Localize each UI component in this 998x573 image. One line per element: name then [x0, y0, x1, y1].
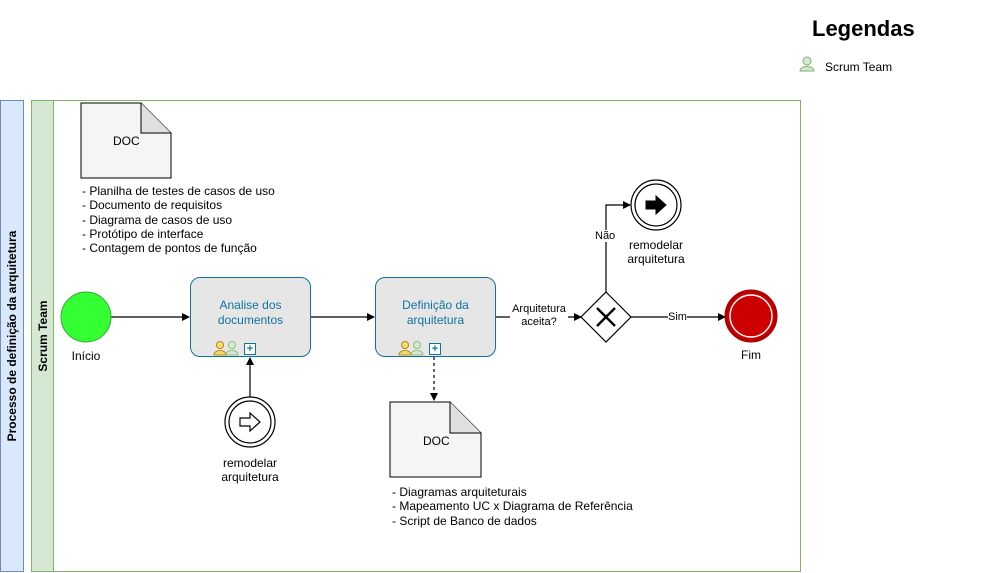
- end-event-inner-ring: [729, 294, 773, 338]
- list-item: - Diagrama de casos de uso: [82, 212, 233, 227]
- subprocess-plus-icon[interactable]: +: [244, 343, 256, 355]
- gateway-yes-label: Sim: [668, 311, 687, 323]
- document-shape-2[interactable]: [389, 401, 482, 478]
- end-event-label: Fim: [741, 348, 761, 362]
- document-label: DOC: [113, 134, 140, 148]
- list-item: - Script de Banco de dados: [392, 513, 537, 528]
- document-shape-1[interactable]: [80, 102, 172, 179]
- list-item: - Diagramas arquiteturais: [392, 485, 527, 499]
- start-event-label: Início: [71, 349, 101, 363]
- legend-item-label: Scrum Team: [825, 60, 893, 74]
- list-item: - Protótipo de interface: [82, 226, 204, 241]
- catch-event-label: remodelar arquitetura: [221, 456, 279, 484]
- exclusive-gateway[interactable]: [580, 291, 632, 343]
- lane-header: Scrum Team: [31, 100, 54, 572]
- list-item: - Mapeamento UC x Diagrama de Referência: [392, 499, 633, 514]
- list-item: - Planilha de testes de casos de uso: [82, 184, 275, 198]
- subprocess-plus-icon[interactable]: +: [429, 343, 441, 355]
- arrow-right-filled-icon: [645, 194, 667, 216]
- start-event[interactable]: [60, 291, 112, 343]
- legend-title: Legendas: [812, 16, 915, 41]
- gateway-question-label: Arquitetura aceita?: [510, 303, 568, 329]
- gateway-no-label: Não: [595, 230, 616, 242]
- task-label: Definição da arquitetura: [402, 298, 469, 327]
- task-definicao-arquitetura[interactable]: Definição da arquitetura: [375, 277, 496, 357]
- task-label: Analise dos documentos: [217, 298, 284, 327]
- list-item: - Documento de requisitos: [82, 198, 223, 213]
- document-items-list: - Planilha de testes de casos de uso - D…: [82, 184, 275, 255]
- document-label: DOC: [423, 434, 450, 448]
- list-item: - Contagem de pontos de função: [82, 241, 257, 256]
- throw-event-label: remodelar arquitetura: [627, 238, 685, 266]
- arrow-right-outline-icon: [239, 411, 261, 433]
- flow-gateway-to-throw: [605, 201, 631, 292]
- end-event[interactable]: [724, 289, 778, 343]
- pool-header: Processo de definição da arquitetura: [0, 100, 24, 572]
- document-items-list: - Diagramas arquiteturais - Mapeamento U…: [392, 485, 633, 528]
